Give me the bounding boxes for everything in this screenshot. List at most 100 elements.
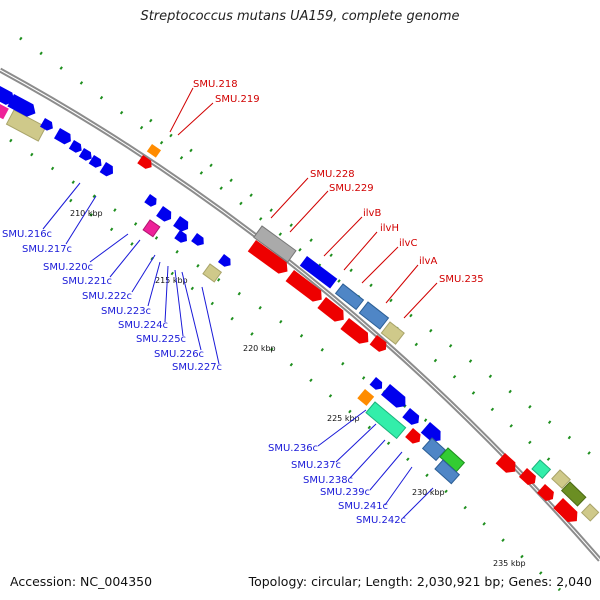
leader-smu229	[289, 190, 329, 233]
forward-leader-lines	[169, 87, 438, 319]
length-label: Length:	[365, 574, 413, 589]
gene-blue-r	[420, 422, 441, 442]
accession-info: Accession: NC_004350	[10, 574, 152, 589]
kbp-label-225: 225 kbp	[327, 414, 360, 423]
gene-aquamarine-smu237c	[365, 401, 407, 440]
label-smu236c: SMU.236c	[268, 443, 318, 454]
gene-khaki-c	[380, 321, 405, 345]
label-smu220c: SMU.220c	[43, 262, 93, 273]
label-smu242c: SMU.242c	[356, 515, 406, 526]
gene-blue-p	[381, 384, 406, 408]
gene-red-r2	[518, 468, 536, 485]
gene-red-smu229	[247, 240, 288, 274]
dotted-guides	[9, 36, 599, 592]
leader-smu224c	[164, 265, 169, 323]
gene-blue-ilvB	[299, 256, 338, 289]
leader-smu239c	[369, 451, 403, 491]
label-smu235: SMU.235	[439, 274, 484, 285]
gene-red-r3	[536, 484, 554, 501]
gene-blue-m	[191, 233, 204, 246]
kbp-label-210: 210 kbp	[70, 209, 103, 218]
label-smu221c: SMU.221c	[62, 276, 112, 287]
label-smu216c: SMU.216c	[2, 229, 52, 240]
genes-right-235	[495, 453, 600, 522]
inner-dots-2	[69, 198, 561, 592]
genes-ilv-operon	[247, 225, 405, 352]
kbp-label-235: 235 kbp	[493, 559, 526, 568]
outer-dots-1	[19, 36, 557, 467]
gene-steelblue-b	[358, 301, 390, 330]
leader-smu237c	[335, 423, 377, 463]
gene-blue-h	[99, 162, 113, 177]
kbp-label-220: 220 kbp	[243, 344, 276, 353]
label-smu217c: SMU.217c	[22, 244, 72, 255]
label-smu218: SMU.218	[193, 79, 238, 90]
figure-title: Streptococcus mutans UA159, complete gen…	[140, 9, 460, 24]
gene-khaki-b	[202, 263, 223, 283]
gene-steelblue-smu239c	[421, 437, 447, 462]
gene-aquamarine-r	[531, 459, 552, 479]
leader-smu235	[403, 282, 438, 319]
leader-smu216c	[42, 182, 81, 230]
topology-value: circular	[311, 574, 358, 589]
leader-smu241c	[384, 466, 413, 506]
leader-smu225c	[174, 269, 184, 337]
label-smu224c: SMU.224c	[118, 320, 168, 331]
kbp-ticks: 210 kbp 215 kbp 220 kbp 225 kbp 230 kbp …	[70, 209, 526, 568]
leader-ilvC	[361, 246, 399, 284]
leader-smu218	[169, 87, 194, 133]
label-smu228: SMU.228	[310, 169, 355, 180]
gene-red-r4	[553, 498, 578, 522]
leader-smu221c	[109, 239, 141, 278]
gene-blue-n	[217, 254, 231, 267]
gene-khaki-a	[5, 109, 47, 142]
gene-steelblue-ilvC	[334, 283, 365, 311]
backbone	[0, 67, 600, 562]
topology-label: Topology:	[248, 574, 308, 589]
length-value: 2,030,921 bp	[416, 574, 501, 589]
label-smu237c: SMU.237c	[291, 460, 341, 471]
genes-lower-215	[142, 194, 231, 283]
label-ilvC: ilvC	[399, 238, 417, 249]
backbone-inner	[0, 69, 600, 561]
gene-khaki-r	[551, 469, 571, 490]
leader-smu226c	[181, 271, 202, 351]
gene-red-smu238c	[405, 428, 421, 444]
forward-labels: SMU.218 SMU.219 SMU.228 SMU.229 ilvB ilv…	[193, 79, 484, 285]
gene-magenta-a	[0, 104, 9, 120]
gene-blue-g	[88, 155, 102, 168]
label-smu229: SMU.229	[329, 183, 374, 194]
kbp-label-215: 215 kbp	[155, 276, 188, 285]
backbone-outer	[0, 67, 600, 562]
reverse-leader-lines	[42, 182, 434, 519]
gene-blue-b	[7, 94, 36, 117]
label-smu226c: SMU.226c	[154, 349, 204, 360]
genes-smu218-219	[137, 144, 162, 169]
gene-olive-r	[560, 481, 587, 507]
leader-smu217c	[65, 195, 97, 245]
gene-red-smu219	[137, 155, 152, 169]
label-smu225c: SMU.225c	[136, 334, 186, 345]
accession-label: Accession:	[10, 574, 77, 589]
gene-blue-i	[144, 194, 157, 207]
leader-smu220c	[89, 233, 129, 263]
gene-red-smu235	[340, 318, 369, 344]
gene-red-r1	[495, 453, 516, 473]
leader-smu238c	[349, 439, 386, 479]
label-ilvA: ilvA	[419, 256, 437, 267]
genes-upper-left	[0, 86, 113, 177]
gene-orange-smu236c	[357, 389, 375, 406]
gene-orange-smu218	[146, 144, 162, 158]
genes-value: 2,040	[556, 574, 592, 589]
leader-smu227c	[201, 286, 220, 365]
gene-blue-e	[68, 140, 82, 153]
gene-red-ilvA	[317, 297, 344, 322]
gene-blue-q	[402, 408, 420, 425]
genes-smu236-242	[357, 377, 466, 485]
label-smu227c: SMU.227c	[172, 362, 222, 373]
gene-khaki-r2	[580, 503, 600, 522]
label-smu223c: SMU.223c	[101, 306, 151, 317]
gene-blue-l	[174, 230, 187, 243]
genes-label: Genes:	[508, 574, 553, 589]
